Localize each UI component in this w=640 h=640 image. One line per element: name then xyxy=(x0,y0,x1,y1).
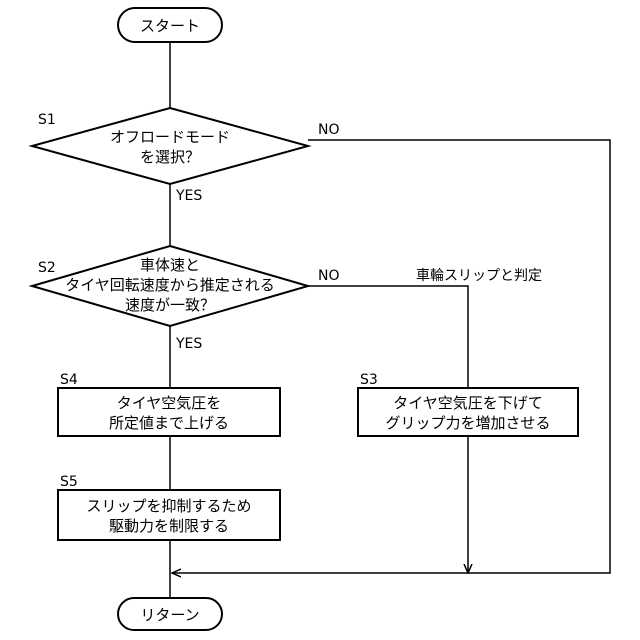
s1-yes-label: YES xyxy=(175,188,202,204)
s5-step-label: S5 xyxy=(60,474,78,490)
s1-no-label: NO xyxy=(318,122,340,138)
edge-s2-no xyxy=(308,286,468,388)
return-label: リターン xyxy=(140,606,199,624)
s4-text-line-2: 所定値まで上げる xyxy=(109,414,229,432)
s2-text-line-3: 速度が一致？ xyxy=(125,296,215,314)
s1-text-line-2: を選択？ xyxy=(140,148,200,166)
start-terminal: スタート xyxy=(118,8,222,42)
start-label: スタート xyxy=(140,17,200,35)
process-s4: S4 タイヤ空気圧を 所定値まで上げる xyxy=(58,372,280,436)
s2-no-label: NO xyxy=(318,268,340,284)
s5-text-line-1: スリップを抑制するため xyxy=(86,497,251,515)
s4-text-line-1: タイヤ空気圧を xyxy=(117,394,222,412)
s3-text-line-1: タイヤ空気圧を下げて xyxy=(393,394,543,412)
s2-yes-label: YES xyxy=(175,336,202,352)
s2-no-note: 車輪スリップと判定 xyxy=(416,267,542,284)
decision-s2: S2 車体速と タイヤ回転速度から推定される 速度が一致？ YES NO 車輪ス… xyxy=(32,246,542,352)
s3-text-line-2: グリップ力を増加させる xyxy=(385,414,550,432)
s2-text-line-2: タイヤ回転速度から推定される xyxy=(65,276,275,294)
s1-text-line-1: オフロードモード xyxy=(110,128,230,146)
s4-step-label: S4 xyxy=(60,372,78,388)
decision-s1: S1 オフロードモード を選択？ YES NO xyxy=(32,108,340,204)
return-terminal: リターン xyxy=(118,598,222,630)
s3-step-label: S3 xyxy=(360,372,378,388)
s1-step-label: S1 xyxy=(38,112,56,128)
process-s5: S5 スリップを抑制するため 駆動力を制限する xyxy=(58,474,280,540)
s2-step-label: S2 xyxy=(38,260,56,276)
s2-text-line-1: 車体速と xyxy=(140,256,200,274)
s5-text-line-2: 駆動力を制限する xyxy=(109,517,229,535)
